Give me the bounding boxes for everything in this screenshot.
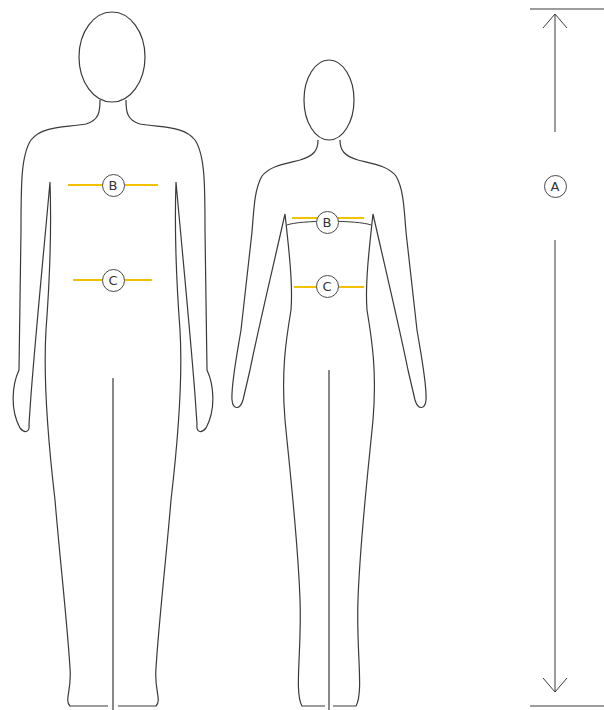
male-head <box>79 12 145 102</box>
female-head <box>304 60 354 140</box>
callout-circle: A <box>544 175 567 198</box>
callout-circle: C <box>316 275 339 298</box>
male-left-outline <box>13 100 108 706</box>
dimension-line <box>555 240 556 692</box>
female-left-outline <box>232 140 325 706</box>
female-leg-line <box>328 370 329 710</box>
arrow-head <box>543 14 567 28</box>
male-right-outline <box>118 100 213 706</box>
callout-letter: B <box>323 216 332 229</box>
dimension-limit <box>530 9 604 10</box>
callout-circle: C <box>102 269 125 292</box>
dimension-line <box>555 14 556 132</box>
callout-letter: A <box>551 180 560 193</box>
callout-letter: B <box>109 179 118 192</box>
male-leg-line <box>112 378 113 710</box>
callout-letter: C <box>322 280 331 293</box>
callout-circle: B <box>102 174 125 197</box>
callout-circle: B <box>316 211 339 234</box>
dimension-limit <box>530 706 604 707</box>
callout-letter: C <box>108 274 117 287</box>
arrow-head <box>543 678 567 692</box>
female-right-outline <box>333 140 426 706</box>
